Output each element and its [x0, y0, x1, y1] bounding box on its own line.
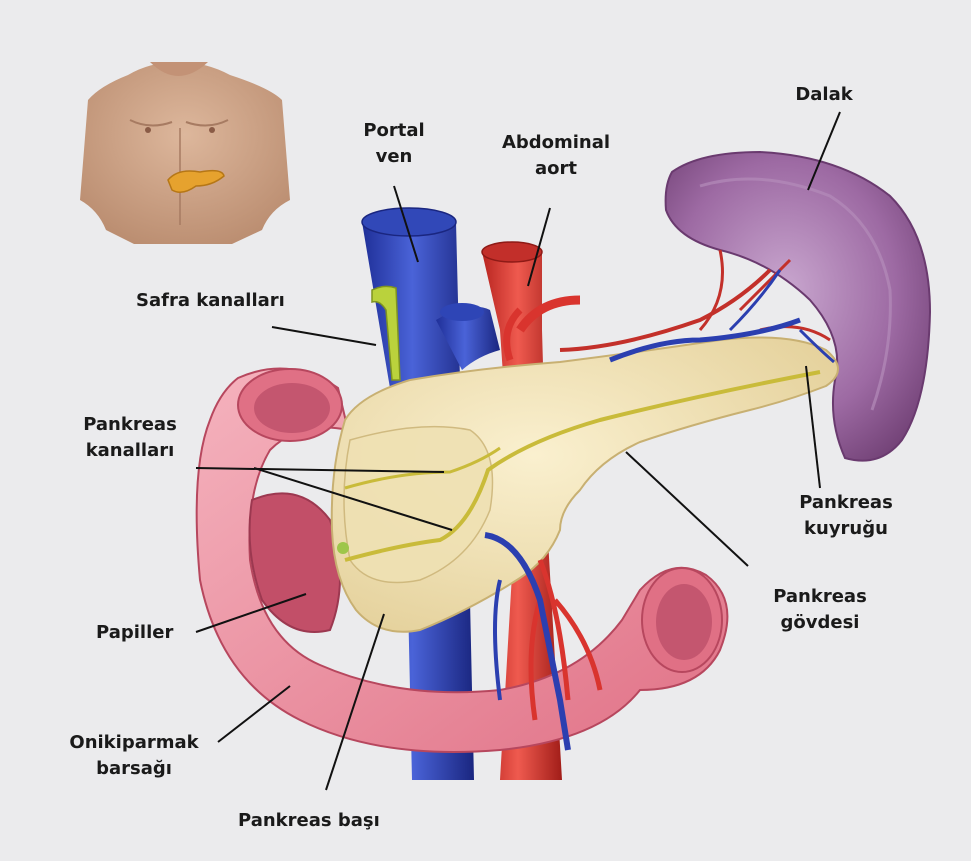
label-pancreas-tail-line1: Pankreas	[799, 490, 893, 516]
label-pancreas-body-line2: gövdesi	[773, 610, 867, 636]
label-pancreas-head: Pankreas başı	[238, 808, 380, 834]
label-duodenum-line2: barsağı	[69, 756, 198, 782]
label-pancreas-body: Pankreas gövdesi	[773, 584, 867, 636]
label-portal-vein-line2: ven	[363, 144, 424, 170]
label-pancreas-body-line1: Pankreas	[773, 584, 867, 610]
label-abdominal-aorta-line2: aort	[502, 156, 610, 182]
label-pancreatic-ducts: Pankreas kanalları	[83, 412, 177, 464]
label-portal-vein-line1: Portal	[363, 118, 424, 144]
label-bile-ducts: Safra kanalları	[136, 288, 285, 314]
label-bile-ducts-text: Safra kanalları	[136, 288, 285, 314]
label-spleen: Dalak	[795, 82, 852, 108]
label-spleen-text: Dalak	[795, 82, 852, 108]
label-papillae: Papiller	[96, 620, 173, 646]
label-pancreatic-ducts-line2: kanalları	[83, 438, 177, 464]
label-abdominal-aorta: Abdominal aort	[502, 130, 610, 182]
label-portal-vein: Portal ven	[363, 118, 424, 170]
torso-inset-icon	[80, 62, 290, 244]
label-pancreas-tail: Pankreas kuyruğu	[799, 490, 893, 542]
label-pancreas-tail-line2: kuyruğu	[799, 516, 893, 542]
label-abdominal-aorta-line1: Abdominal	[502, 130, 610, 156]
label-pancreatic-ducts-line1: Pankreas	[83, 412, 177, 438]
label-duodenum: Onikiparmak barsağı	[69, 730, 198, 782]
label-pancreas-head-text: Pankreas başı	[238, 808, 380, 834]
label-papillae-text: Papiller	[96, 620, 173, 646]
label-duodenum-line1: Onikiparmak	[69, 730, 198, 756]
